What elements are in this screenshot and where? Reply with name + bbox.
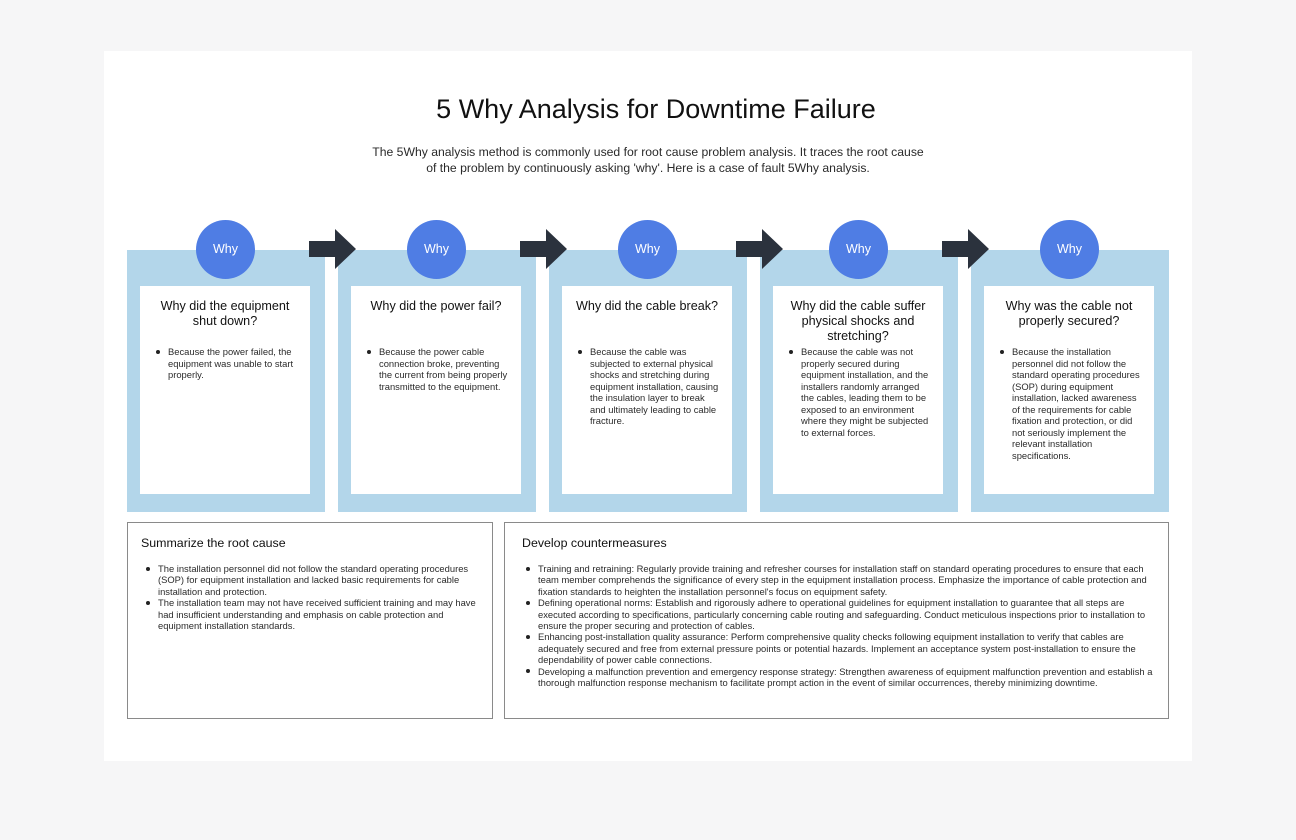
countermeasure-item: Enhancing post-installation quality assu… bbox=[526, 631, 1156, 665]
step-2-why-badge: Why bbox=[407, 220, 466, 279]
step-4-card: Why did the cable suffer physical shocks… bbox=[773, 286, 943, 494]
root-cause-list: The installation personnel did not follo… bbox=[146, 563, 480, 631]
step-1-answer: Because the power failed, the equipment … bbox=[156, 346, 298, 381]
step-1-question: Why did the equipment shut down? bbox=[160, 299, 290, 328]
countermeasures-list: Training and retraining: Regularly provi… bbox=[526, 563, 1156, 689]
step-3-answer: Because the cable was subjected to exter… bbox=[578, 346, 719, 426]
step-1-why-badge: Why bbox=[196, 220, 255, 279]
step-3-question: Why did the cable break? bbox=[575, 299, 719, 313]
step-2-answer-list: Because the power cable connection broke… bbox=[367, 346, 509, 392]
step-4-question: Why did the cable suffer physical shocks… bbox=[790, 299, 926, 343]
root-cause-title: Summarize the root cause bbox=[141, 536, 286, 550]
countermeasure-item: Defining operational norms: Establish an… bbox=[526, 597, 1156, 631]
step-4-answer-list: Because the cable was not properly secur… bbox=[789, 346, 931, 438]
step-5-answer-list: Because the installation personnel did n… bbox=[1000, 346, 1142, 461]
step-arrow-icon bbox=[942, 229, 989, 269]
step-arrow-icon bbox=[736, 229, 783, 269]
step-2-question: Why did the power fail? bbox=[370, 299, 502, 313]
root-cause-box: Summarize the root cause The installatio… bbox=[127, 522, 493, 719]
page-description: The 5Why analysis method is commonly use… bbox=[372, 145, 924, 175]
step-3-card: Why did the cable break? Because the cab… bbox=[562, 286, 732, 494]
step-5-card: Why was the cable not properly secured? … bbox=[984, 286, 1154, 494]
countermeasures-title: Develop countermeasures bbox=[522, 536, 667, 550]
step-3-why-badge: Why bbox=[618, 220, 677, 279]
step-2-card: Why did the power fail? Because the powe… bbox=[351, 286, 521, 494]
countermeasure-item: Training and retraining: Regularly provi… bbox=[526, 563, 1156, 597]
page-title: 5 Why Analysis for Downtime Failure bbox=[436, 94, 876, 124]
root-cause-item: The installation team may not have recei… bbox=[146, 597, 480, 631]
step-4-answer: Because the cable was not properly secur… bbox=[789, 346, 931, 438]
step-1-answer-list: Because the power failed, the equipment … bbox=[156, 346, 298, 381]
step-arrow-icon bbox=[520, 229, 567, 269]
step-2-answer: Because the power cable connection broke… bbox=[367, 346, 508, 392]
countermeasure-item: Developing a malfunction prevention and … bbox=[526, 666, 1156, 689]
step-4-why-badge: Why bbox=[829, 220, 888, 279]
root-cause-item: The installation personnel did not follo… bbox=[146, 563, 480, 597]
step-1-card: Why did the equipment shut down? Because… bbox=[140, 286, 310, 494]
step-5-question: Why was the cable not properly secured? bbox=[1005, 299, 1133, 328]
step-3-answer-list: Because the cable was subjected to exter… bbox=[578, 346, 720, 427]
step-5-answer: Because the installation personnel did n… bbox=[1000, 346, 1142, 461]
step-arrow-icon bbox=[309, 229, 356, 269]
step-5-why-badge: Why bbox=[1040, 220, 1099, 279]
countermeasures-box: Develop countermeasures Training and ret… bbox=[504, 522, 1169, 719]
